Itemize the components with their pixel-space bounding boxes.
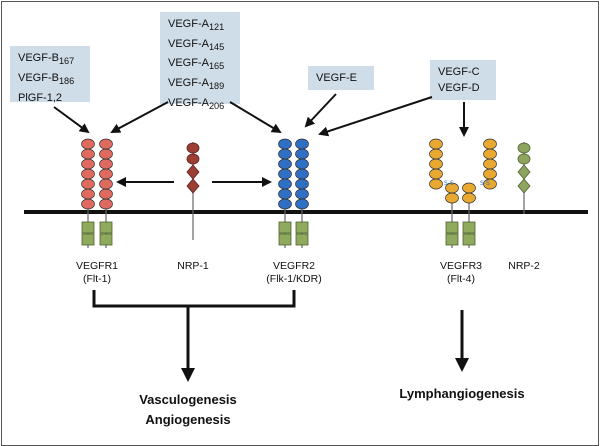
ligand-line: VEGF-B186 — [18, 72, 75, 87]
nrp1-label: NRP-1 — [177, 260, 209, 272]
ligand-line: VEGF-C — [438, 66, 480, 78]
ligand-line: VEGF-A145 — [168, 37, 225, 52]
outcome-lymphatic: Lymphangiogenesis — [399, 386, 525, 401]
vegfr1-ig-domain — [99, 148, 113, 160]
vegfr2-ig-domain — [295, 188, 309, 200]
vegfr3-ig-domain — [462, 192, 476, 204]
vegfr1-ig-domain — [99, 198, 113, 210]
vegfr3-ig-domain — [483, 168, 497, 180]
vegfr1-ig-domain — [81, 168, 95, 180]
vegfr3-ig-domain — [429, 178, 443, 190]
ligand-line: VEGF-E — [316, 72, 357, 84]
vegfr2-ig-domain — [278, 158, 292, 170]
vegfr3-label: VEGFR3 (Flt-4) — [439, 260, 482, 285]
vegfr2-ig-domain — [278, 178, 292, 190]
vegfr1-ig-domain — [81, 178, 95, 190]
vegfr2-ig-domain — [295, 198, 309, 210]
ligand-box-vegfa: VEGF-A121 VEGF-A145 VEGF-A165 VEGF-A189 … — [160, 12, 240, 111]
vegfr2-ig-domain — [278, 168, 292, 180]
ligand-line: VEGF-A121 — [168, 18, 225, 33]
arrow-vegfa-to-vegfr2 — [229, 101, 282, 134]
arrow-vegfb-to-vegfr1 — [53, 106, 90, 134]
ligand-box-vegfcd: VEGF-C VEGF-D — [430, 60, 496, 100]
vegfr2-ig-domain — [295, 178, 309, 190]
vegfr3-ig-domain — [429, 138, 443, 150]
ligand-line: VEGF-D — [438, 82, 480, 94]
ss-bond-label-left: S-S — [444, 180, 454, 187]
ligand-line: VEGF-A189 — [168, 77, 225, 92]
vegfr1-receptor — [81, 138, 113, 248]
vegfr1-ig-domain — [99, 158, 113, 170]
vegfr3-ig-domain — [429, 168, 443, 180]
vegfr2-ig-domain — [278, 138, 292, 150]
ligand-box-vegfe: VEGF-E — [308, 66, 374, 90]
nrp2-receptor — [517, 142, 531, 214]
ligand-line: VEGF-B167 — [18, 52, 75, 67]
arrowhead-lymphangiogenesis — [455, 358, 469, 372]
vegfr1-ig-domain — [81, 138, 95, 150]
ligand-line: VEGF-A206 — [168, 96, 225, 111]
vegfr1-ig-domain — [81, 158, 95, 170]
vegfr3-ig-domain — [429, 158, 443, 170]
vegfr2-ig-domain — [295, 158, 309, 170]
bracket-vegfr1-vegfr2 — [92, 290, 296, 308]
vegfr2-ig-domain — [295, 148, 309, 160]
vegfr2-ig-domain — [278, 148, 292, 160]
vegfr3-ig-domain — [445, 192, 459, 204]
vegfr1-ig-domain — [81, 188, 95, 200]
vegfr3-ig-domain — [483, 158, 497, 170]
arrowhead-angiogenesis — [181, 368, 195, 382]
ligand-line: PlGF-1,2 — [18, 92, 63, 105]
vegfr2-ig-domain — [295, 168, 309, 180]
arrow-vegfcd-to-vegfr2 — [318, 96, 433, 137]
ligand-box-vegfb: VEGF-B167 VEGF-B186 PlGF-1,2 — [10, 46, 90, 104]
vegfr3-ig-domain — [483, 178, 497, 190]
vegfr1-ig-domain — [81, 148, 95, 160]
ligand-line: VEGF-A165 — [168, 57, 225, 72]
vegfr1-ig-domain — [99, 138, 113, 150]
vegfr1-label: VEGFR1 (Flt-1) — [75, 260, 118, 285]
vegfr1-ig-domain — [99, 188, 113, 200]
vegfr3-ig-domain — [483, 148, 497, 160]
vegfr3-receptor: S-S S-S — [429, 138, 497, 248]
vegfr1-ig-domain — [81, 198, 95, 210]
vegfr2-ig-domain — [278, 188, 292, 200]
vegfr3-ig-domain — [429, 148, 443, 160]
ss-bond-label-right: S-S — [480, 180, 490, 187]
nrp2-label: NRP-2 — [508, 260, 540, 272]
vegfr2-receptor — [278, 138, 309, 248]
outcome-vascular: Vasculogenesis Angiogenesis — [139, 392, 237, 427]
vegfr3-ig-domain — [483, 138, 497, 150]
vegfr2-ig-domain — [295, 138, 309, 150]
arrow-vegfe-to-vegfr2 — [304, 93, 337, 128]
vegfr2-ig-domain — [278, 198, 292, 210]
arrow-vegfa-to-vegfr1 — [110, 101, 169, 133]
vegfr2-label: VEGFR2 (Flk-1/KDR) — [266, 260, 322, 285]
vegfr1-ig-domain — [99, 168, 113, 180]
vegfr1-ig-domain — [99, 178, 113, 190]
nrp1-receptor — [186, 142, 200, 240]
vegfr3-ig-domain — [462, 182, 476, 194]
